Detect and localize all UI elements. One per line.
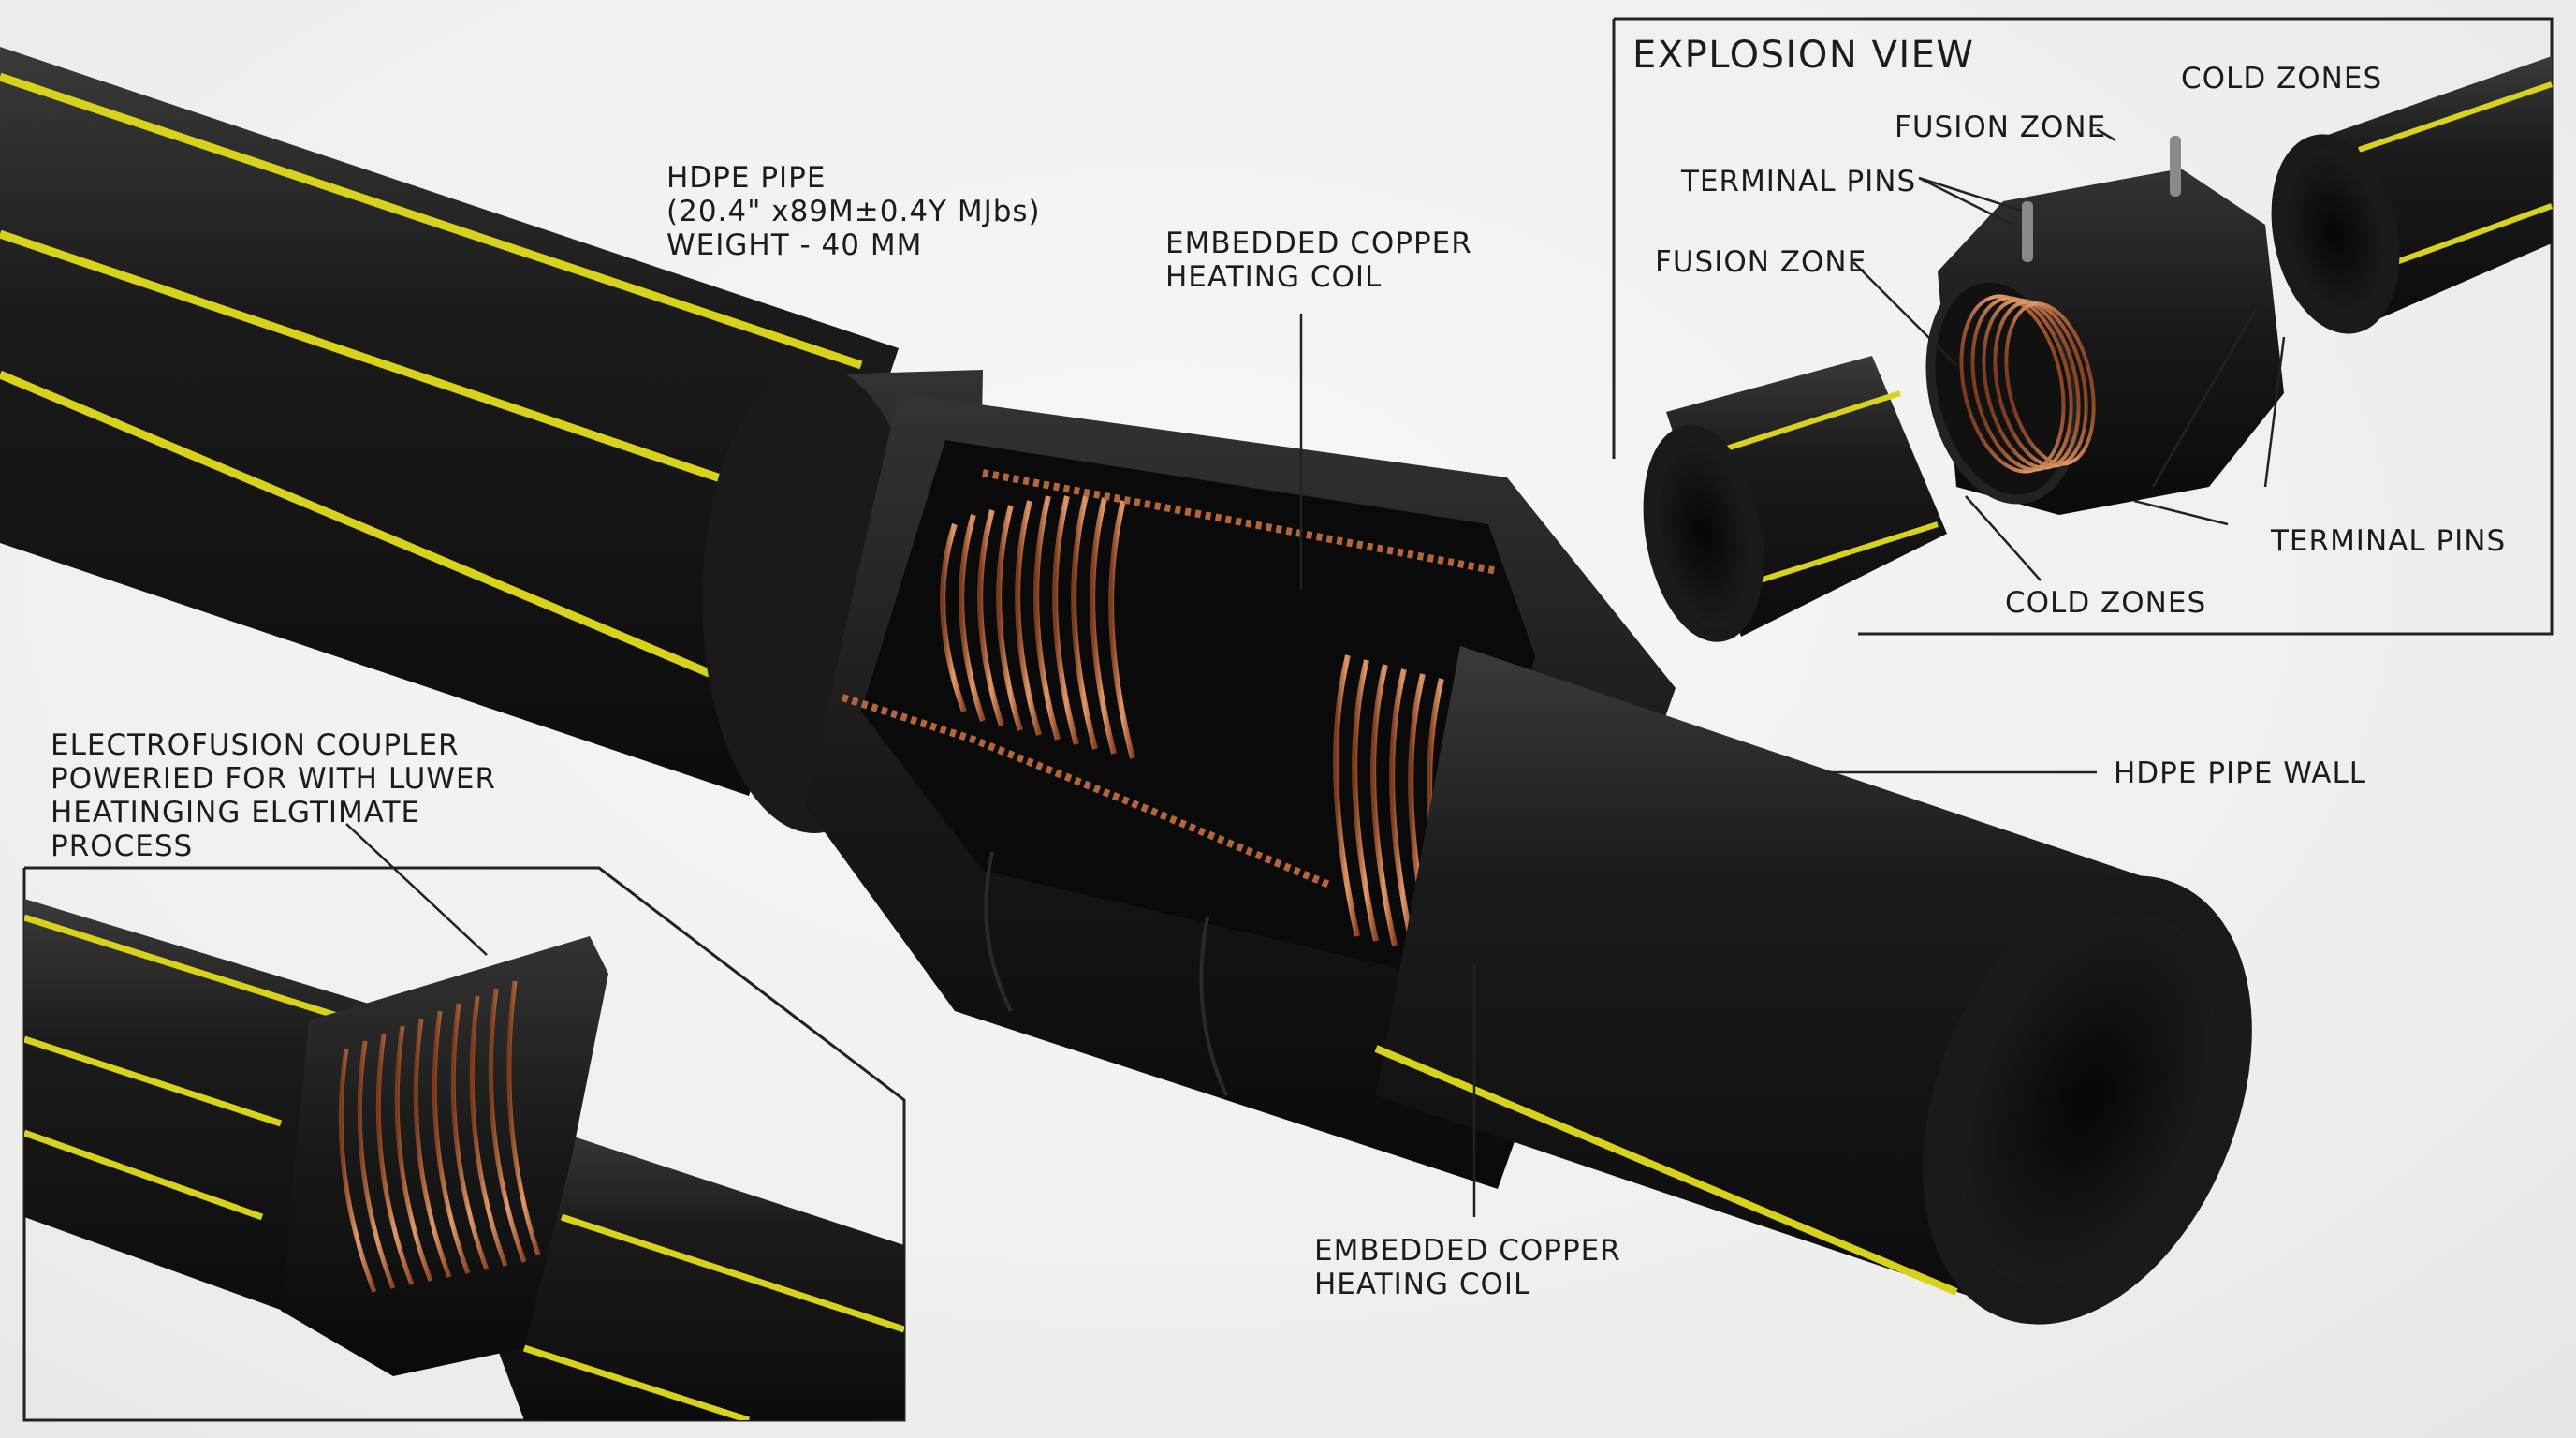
- label-terminal-pins-top: TERMINAL PINS: [1681, 165, 1916, 198]
- label-cold-zones-top: COLD ZONES: [2181, 62, 2382, 95]
- label-coil-bottom: EMBEDDED COPPER HEATING COIL: [1314, 1234, 1621, 1301]
- terminal-pin: [2022, 201, 2033, 262]
- label-line: PROCESS: [51, 829, 496, 863]
- label-hdpe-pipe: HDPE PIPE (20.4" x89M±0.4Y MJbs) WEIGHT …: [666, 161, 1041, 262]
- label-cold-zones-bottom: COLD ZONES: [2005, 586, 2206, 620]
- label-line: FUSION ZONE: [1655, 245, 1866, 279]
- inset-coupler-detail: [24, 824, 904, 1420]
- label-line: HDPE PIPE: [666, 161, 1041, 195]
- label-line: EMBEDDED COPPER: [1165, 227, 1472, 260]
- label-coil-top: EMBEDDED COPPER HEATING COIL: [1165, 227, 1472, 294]
- leader-line: [1919, 178, 2022, 211]
- label-line: TERMINAL PINS: [2271, 524, 2506, 558]
- label-pipe-wall: HDPE PIPE WALL: [2114, 756, 2366, 790]
- label-fusion-zone-left: FUSION ZONE: [1655, 245, 1866, 279]
- label-line: POWERIED FOR WITH LUWER: [51, 762, 496, 796]
- label-coupler-note: ELECTROFUSION COUPLER POWERIED FOR WITH …: [51, 728, 496, 863]
- label-line: HEATINGING ELGTIMATE: [51, 796, 496, 829]
- label-line: COLD ZONES: [2181, 62, 2382, 95]
- label-line: EXPLOSION VIEW: [1632, 34, 1974, 77]
- label-line: HEATING COIL: [1314, 1268, 1621, 1301]
- label-line: WEIGHT - 40 MM: [666, 228, 1041, 262]
- label-fusion-zone-top: FUSION ZONE: [1895, 110, 2106, 144]
- label-line: FUSION ZONE: [1895, 110, 2106, 144]
- terminal-pin: [2170, 136, 2181, 197]
- leader-line: [1966, 496, 2041, 580]
- label-line: TERMINAL PINS: [1681, 165, 1916, 198]
- label-line: (20.4" x89M±0.4Y MJbs): [666, 195, 1041, 228]
- label-line: HDPE PIPE WALL: [2114, 756, 2366, 790]
- label-line: COLD ZONES: [2005, 586, 2206, 620]
- label-line: ELECTROFUSION COUPLER: [51, 728, 496, 762]
- label-line: EMBEDDED COPPER: [1314, 1234, 1621, 1268]
- label-line: HEATING COIL: [1165, 260, 1472, 294]
- leader-line: [1919, 178, 2012, 225]
- leader-line: [2134, 501, 2228, 524]
- explosion-view-title: EXPLOSION VIEW: [1632, 34, 1974, 77]
- label-terminal-pins-bottom: TERMINAL PINS: [2271, 524, 2506, 558]
